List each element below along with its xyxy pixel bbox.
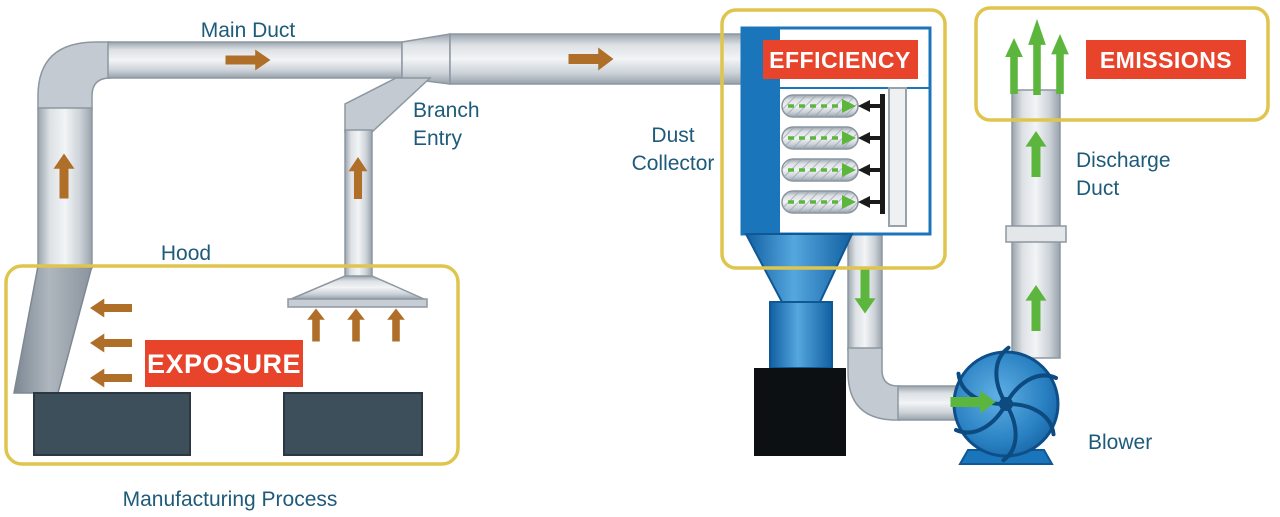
emissions-arrow-up-icon [1051, 34, 1069, 94]
dirty-air-arrow-left-icon [90, 333, 132, 353]
main-duct-expander [401, 33, 451, 85]
main-duct-elbow [37, 41, 111, 111]
blower-label: Blower [1088, 431, 1152, 454]
efficiency-badge: EFFICIENCY [763, 40, 918, 79]
nozzle-icon [858, 100, 870, 112]
branch-entry-label-line2: Entry [413, 127, 463, 150]
clean-air-dashed-arrowhead-icon [842, 195, 856, 209]
dirty-air-arrow-left-icon [90, 368, 132, 388]
manufacturing-machines [33, 392, 423, 456]
canopy-hood-rim [287, 298, 428, 308]
emissions-badge-background [1086, 40, 1246, 79]
filter-hatch [782, 159, 858, 181]
efficiency-badge-background [763, 40, 918, 79]
branch-entry-label-line1: Branch [413, 99, 480, 122]
pulse-jet-nozzles [858, 87, 907, 227]
clean-air-dashed-arrowhead-icon [842, 131, 856, 145]
nozzle-stem [870, 136, 882, 140]
dust-collection-bin [754, 368, 846, 456]
outlet-duct-elbow [847, 347, 901, 421]
discharge-duct-flange [1005, 225, 1067, 243]
nozzle-manifold [880, 94, 885, 214]
process-machine-2 [283, 392, 423, 456]
emissions-badge: EMISSIONS [1086, 40, 1246, 79]
canopy-hood [290, 275, 425, 300]
branch-duct [344, 129, 373, 279]
emissions-badge-label: EMISSIONS [1100, 47, 1232, 73]
efficiency-badge-label: EFFICIENCY [769, 47, 911, 73]
nozzle-stem [870, 200, 882, 204]
badges: EXPOSURE EFFICIENCY EMISSIONS [145, 40, 1246, 387]
exposure-badge: EXPOSURE [145, 340, 303, 387]
outlet-plenum-plate [888, 87, 907, 227]
clean-air-dashed-arrowhead-icon [842, 99, 856, 113]
manufacturing-process-label: Manufacturing Process [123, 488, 338, 511]
filter-hatch [782, 127, 858, 149]
highlight-boxes [4, 6, 1270, 466]
nozzle-stem [870, 168, 882, 172]
nozzle-icon [858, 132, 870, 144]
dirty-air-arrow-left-icon [90, 298, 132, 318]
dirty-air-arrow-up-icon [347, 308, 365, 342]
blower-hub [999, 397, 1013, 411]
filter-airflow-arrows [788, 99, 856, 209]
efficiency-highlight-box [720, 8, 947, 270]
blower-unit [952, 344, 1060, 465]
emissions-highlight-box [974, 6, 1270, 122]
filter-hatch [782, 191, 858, 213]
exposure-badge-label: EXPOSURE [147, 349, 301, 379]
filter-hatch [782, 95, 858, 117]
emissions-arrow-up-icon [1005, 38, 1023, 94]
nozzle-icon [858, 196, 870, 208]
exposure-highlight-box [4, 264, 460, 466]
side-draft-hood [13, 265, 93, 394]
exposure-badge-background [145, 340, 303, 387]
discharge-duct-label-line1: Discharge [1076, 149, 1171, 172]
diagram-labels: Main Duct Branch Entry Hood Dust Collect… [123, 19, 1171, 511]
dust-collector-label-line2: Collector [632, 152, 715, 175]
collector-outlet-duct [847, 231, 971, 421]
main-duct-label: Main Duct [201, 19, 296, 42]
hood-label: Hood [161, 242, 211, 265]
dirty-air-arrow-up-icon [307, 308, 325, 342]
nozzle-icon [858, 164, 870, 176]
dust-collector-label-line1: Dust [651, 124, 694, 147]
dirty-air-arrow-up-icon [387, 308, 405, 342]
clean-air-dashed-arrowhead-icon [842, 163, 856, 177]
nozzle-stem [870, 104, 882, 108]
emissions-arrow-up-icon [1028, 19, 1046, 95]
collector-discharge-valve [769, 301, 833, 369]
discharge-duct-label-line2: Duct [1076, 177, 1119, 200]
filter-cartridges [781, 94, 859, 214]
process-machine-1 [33, 392, 191, 456]
